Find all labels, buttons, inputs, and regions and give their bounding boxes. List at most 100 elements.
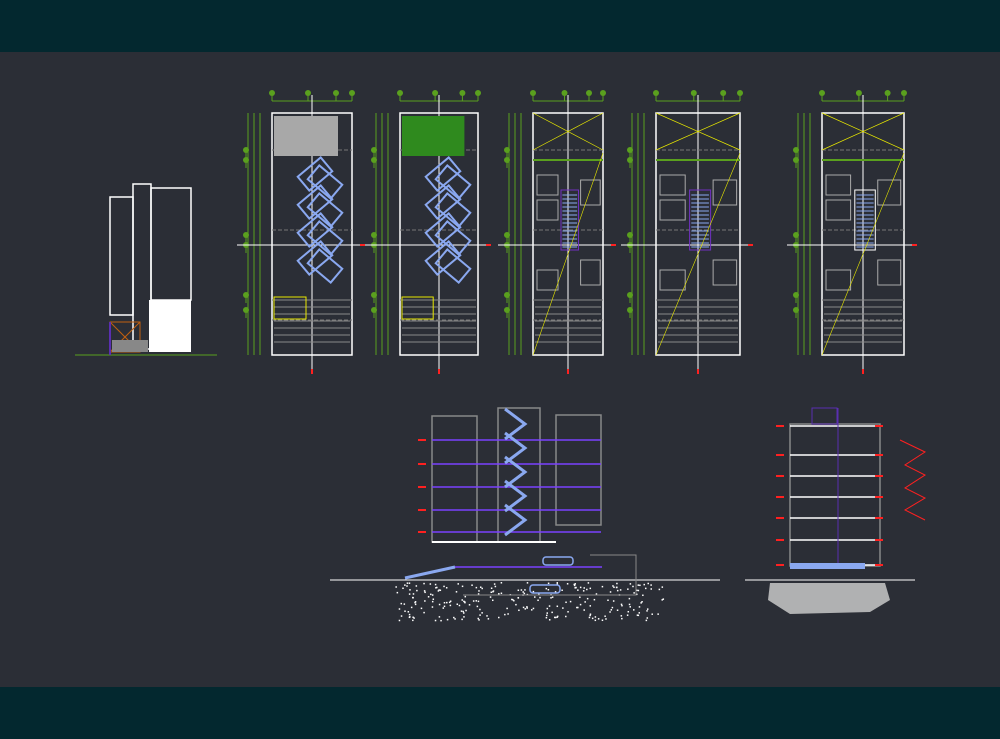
tree-icon [819,90,825,96]
axis-marker [697,369,699,374]
room [713,260,737,285]
soil-hatch [639,585,641,587]
soil-hatch [580,587,582,589]
soil-hatch [621,604,623,606]
soil-hatch [511,599,513,601]
soil-hatch [570,601,572,603]
tree-icon [627,292,633,298]
soil-hatch [453,617,455,619]
tree-icon [333,90,339,96]
tree-icon [793,157,799,163]
axis-marker [748,244,753,246]
soil-hatch [613,600,615,602]
tree-icon [653,90,659,96]
room [660,175,685,195]
soil-hatch [397,592,399,594]
soil-hatch [557,606,559,608]
soil-hatch [549,605,551,607]
soil-hatch [595,620,597,622]
longitudinal-section[interactable] [330,408,720,621]
soil-hatch [639,612,641,614]
soil-hatch [495,586,497,588]
soil-hatch [435,584,437,586]
soil-hatch [404,603,406,605]
soil-hatch [416,590,418,592]
soil-hatch [409,614,411,616]
basement-wall [463,555,636,595]
soil-hatch [423,583,425,585]
soil-hatch [613,587,615,589]
soil-hatch [647,617,649,619]
soil-hatch [450,605,452,607]
soil-hatch [638,590,640,592]
level-marker [875,517,883,519]
soil-hatch [617,590,619,592]
soil-hatch [415,601,417,603]
soil-hatch [435,620,437,622]
soil-hatch [650,584,652,586]
soil-hatch [552,596,554,598]
floor-plans[interactable] [237,90,917,374]
soil-hatch [432,606,434,608]
soil-hatch [479,609,481,611]
level-marker [875,496,883,498]
tree-icon [793,292,799,298]
soil-hatch [492,600,494,602]
soil-hatch [546,617,548,619]
level-marker [776,539,784,541]
tree-icon [885,90,891,96]
soil-hatch [537,600,539,602]
soil-hatch [629,604,631,606]
soil-hatch [604,615,606,617]
soil-hatch [399,608,401,610]
soil-hatch [646,610,648,612]
soil-hatch [473,600,475,602]
room [826,200,851,220]
soil-hatch [586,589,588,591]
soil-hatch [557,582,559,584]
soil-hatch [481,612,483,614]
ramp-car-outline [436,165,471,198]
wall-section [556,415,601,525]
soil-hatch [594,599,596,601]
soil-hatch [577,607,579,609]
soil-hatch [439,616,441,618]
axis-marker [862,369,864,374]
soil-hatch [465,610,467,612]
soil-hatch [444,606,446,608]
soil-hatch [548,583,550,585]
soil-hatch [463,601,465,603]
soil-hatch [642,595,644,597]
soil-hatch [584,601,586,603]
tree-icon [269,90,275,96]
soil-hatch [415,604,417,606]
level-marker [875,454,883,456]
soil-hatch [522,591,524,593]
ramp-car-outline [308,165,343,198]
cross-section[interactable] [745,408,925,614]
soil-hatch [562,607,564,609]
soil-hatch [443,586,445,588]
soil-hatch [440,590,442,592]
soil-hatch [421,608,423,610]
level-marker [418,531,426,533]
soil-hatch [481,588,483,590]
soil-hatch [555,617,557,619]
soil-hatch [645,588,647,590]
soil-hatch [430,594,432,596]
room [713,180,737,205]
soil-hatch [408,611,410,613]
soil-hatch [607,600,609,602]
soil-hatch [524,589,526,591]
front-elevation[interactable] [75,184,217,355]
soil-hatch [491,588,493,590]
tree-icon [397,90,403,96]
tree-icon [901,90,907,96]
soil-hatch [633,592,635,594]
tree-icon [432,90,438,96]
soil-hatch [501,593,503,595]
soil-hatch [447,619,449,621]
room [878,260,901,285]
tree-icon [856,90,862,96]
